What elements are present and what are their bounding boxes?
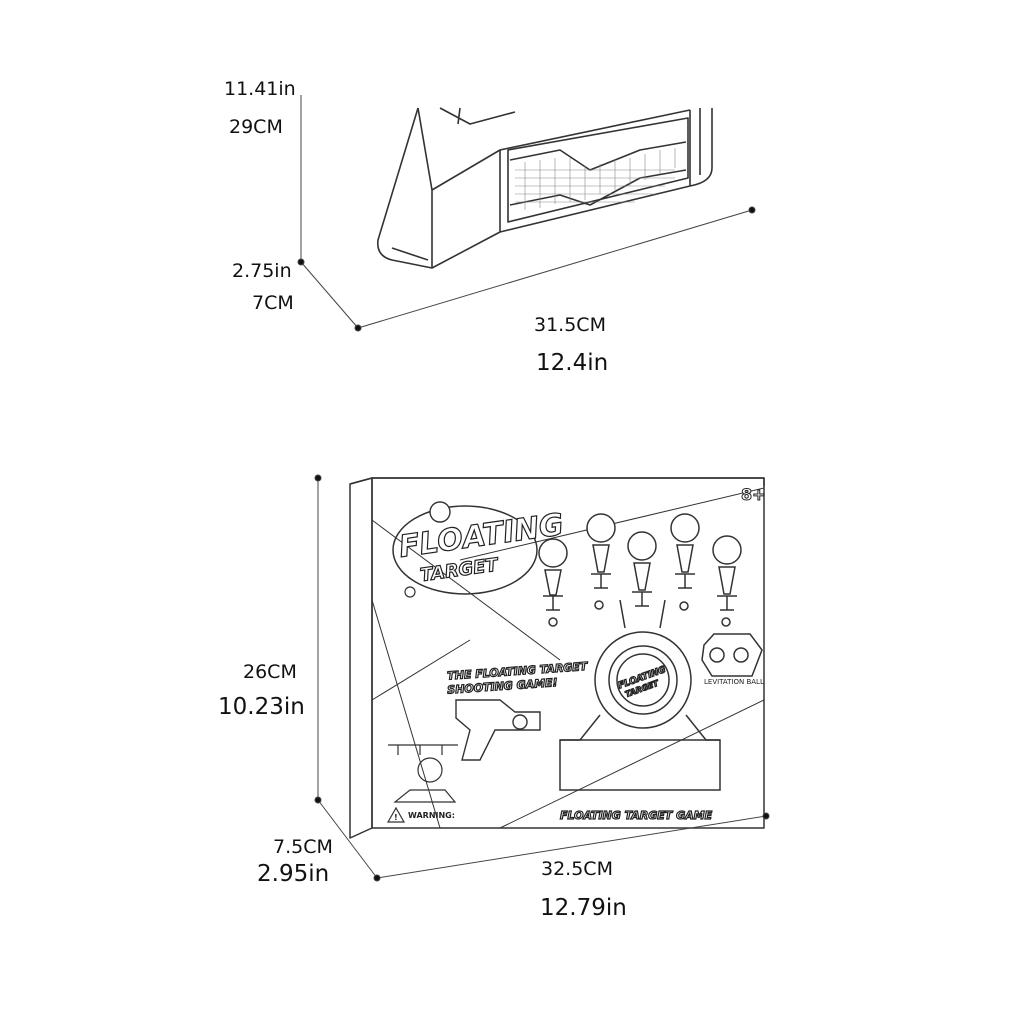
target-base xyxy=(543,595,563,611)
bottom-depth-cm: 7.5CM xyxy=(273,836,333,858)
toy-base-hex-pattern xyxy=(515,148,676,210)
bottom-dimension-lines xyxy=(314,474,770,882)
target-stand xyxy=(592,544,610,573)
age-badge: 8+ xyxy=(741,485,766,504)
levitation-label: LEVITATION BALL xyxy=(704,678,764,686)
target-base xyxy=(717,595,737,611)
target-stand xyxy=(544,569,562,596)
dimension-point xyxy=(748,206,756,214)
target-ball xyxy=(712,535,742,565)
dimension-point xyxy=(373,874,381,882)
target-dial xyxy=(559,599,721,791)
toy-gun-sketch xyxy=(455,699,541,761)
dimension-point xyxy=(314,796,322,804)
top-width-in: 12.4in xyxy=(536,350,609,376)
target-base xyxy=(675,573,695,589)
target-ball xyxy=(586,513,616,543)
bottom-title: FLOATING TARGET GAME xyxy=(560,809,713,822)
target-ball xyxy=(538,538,568,568)
target-ball xyxy=(627,531,657,561)
target-stand xyxy=(633,562,651,591)
bottom-width-in: 12.79in xyxy=(540,895,627,921)
bottom-depth-in: 2.95in xyxy=(257,861,330,887)
top-dimension-lines xyxy=(297,95,756,332)
floating-targets xyxy=(538,513,742,627)
top-depth-in: 2.75in xyxy=(232,260,292,282)
dimension-point xyxy=(314,474,322,482)
levitation-ball-panel xyxy=(701,633,763,677)
target-stand xyxy=(676,544,694,573)
target-stand xyxy=(718,566,736,595)
dimension-point xyxy=(297,258,305,266)
small-launcher-sketch xyxy=(388,744,458,803)
top-depth-cm: 7CM xyxy=(252,292,294,314)
svg-text:!: ! xyxy=(394,813,398,822)
top-width-cm: 31.5CM xyxy=(534,314,606,336)
bottom-width-cm: 32.5CM xyxy=(541,858,613,880)
target-ball xyxy=(670,513,700,543)
bottom-height-in: 10.23in xyxy=(218,694,305,720)
top-height-in: 11.41in xyxy=(224,78,296,100)
bottom-height-cm: 26CM xyxy=(243,661,297,683)
target-base xyxy=(591,573,611,589)
dimension-point xyxy=(762,812,770,820)
warning-label: WARNING: xyxy=(408,811,455,820)
box-drawing xyxy=(349,477,765,839)
top-height-cm: 29CM xyxy=(229,116,283,138)
target-base xyxy=(632,591,652,607)
toy-base-drawing xyxy=(376,107,713,269)
dimension-point xyxy=(354,324,362,332)
warning-icon: ! xyxy=(386,806,406,823)
